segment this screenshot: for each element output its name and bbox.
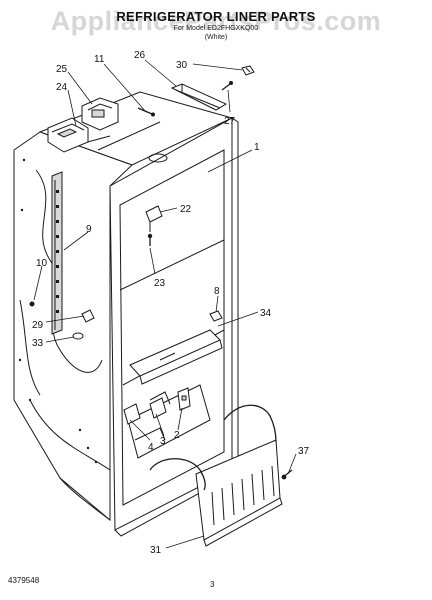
part-label-30: 30 (176, 60, 188, 71)
part-33 (72, 332, 84, 340)
model-line: For Model ED2FHGXKQ00 (173, 25, 259, 32)
part-label-29: 29 (32, 320, 44, 331)
screw-27 (221, 81, 233, 91)
part-label-9: 9 (86, 224, 92, 235)
part-label-24: 24 (56, 82, 68, 93)
screw-37 (281, 469, 293, 480)
bracket-3 (149, 397, 167, 419)
document-code: 4379548 (8, 576, 40, 585)
screw-10 (29, 301, 35, 307)
part-label-26: 26 (134, 50, 146, 61)
color-line: (White) (204, 34, 228, 41)
clip-29 (81, 309, 95, 323)
clip-30 (241, 65, 255, 76)
part-label-11: 11 (94, 54, 105, 65)
drawer-31 (149, 404, 283, 547)
liner-body (13, 91, 239, 537)
part-label-23: 23 (154, 278, 166, 289)
part-label-37: 37 (298, 446, 310, 457)
screw-23 (147, 233, 153, 246)
part-number-labels: 30 26 11 25 24 27 1 22 9 10 23 8 34 29 3… (32, 50, 310, 556)
page-number: 3 (210, 580, 215, 589)
part-8 (209, 310, 223, 322)
part-label-4: 4 (148, 442, 154, 453)
part-label-33: 33 (32, 338, 44, 349)
part-label-8: 8 (214, 286, 220, 297)
control-housing (47, 97, 119, 153)
shelf-34 (129, 329, 223, 385)
watermark-text: AppliancePartsPros.com (50, 6, 382, 36)
page-title: REFRIGERATOR LINER PARTS (116, 9, 316, 24)
part-label-34: 34 (260, 308, 272, 319)
bracket-26 (170, 83, 228, 111)
bracket-22 (145, 205, 163, 232)
bracket-2 (177, 387, 191, 411)
part-label-25: 25 (56, 64, 68, 75)
leader-lines (33, 59, 297, 549)
part-label-27: 27 (224, 116, 236, 127)
part-label-1: 1 (254, 142, 260, 153)
bracket-4 (123, 403, 141, 425)
part-label-22: 22 (180, 204, 192, 215)
part-label-31: 31 (150, 545, 162, 556)
part-label-10: 10 (36, 258, 48, 269)
part-label-2: 2 (174, 430, 180, 441)
part-label-3: 3 (160, 436, 166, 447)
